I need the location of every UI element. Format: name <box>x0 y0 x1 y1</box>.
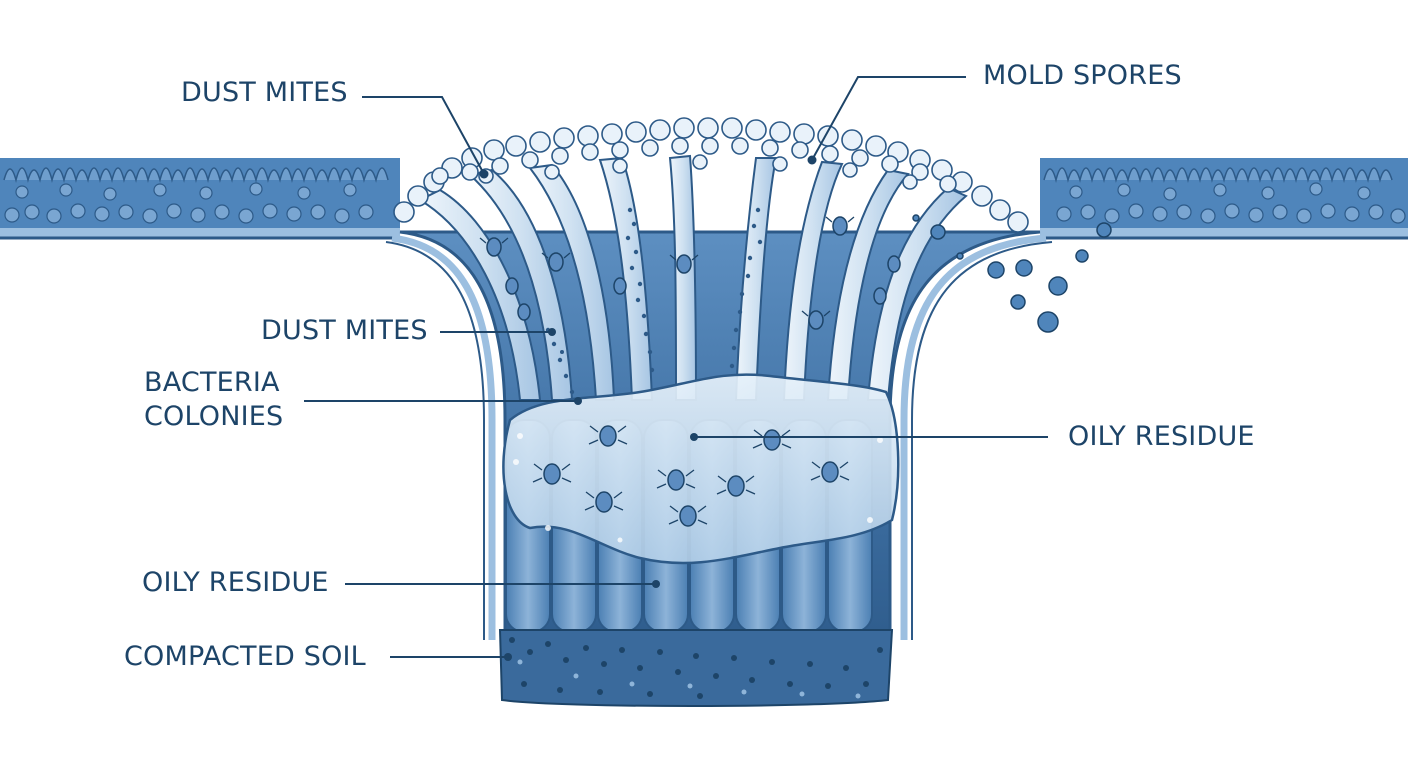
fiber-tips <box>393 117 1029 233</box>
left-carpet-surface <box>0 158 400 240</box>
label-bacteria-line2: COLONIES <box>144 401 284 432</box>
label-oily-residue-right: OILY RESIDUE <box>1068 421 1255 452</box>
label-oily-residue-left: OILY RESIDUE <box>142 567 329 598</box>
label-bacteria-colonies: BACTERIA COLONIES <box>144 366 314 434</box>
dust-mite-legs <box>479 216 855 525</box>
carpet-fibers <box>417 154 968 401</box>
right-carpet-surface <box>1040 158 1408 240</box>
oily-residue-film <box>502 373 900 565</box>
label-mold-spores: MOLD SPORES <box>983 60 1182 91</box>
bacteria-dot-icon <box>545 207 763 395</box>
label-dust-mites-mid: DUST MITES <box>261 315 428 346</box>
label-dust-mites-top: DUST MITES <box>181 77 348 108</box>
leader-lines <box>304 76 1048 658</box>
label-compacted-soil: COMPACTED SOIL <box>124 641 366 672</box>
mold-spore-icon <box>912 214 1112 333</box>
dust-mite-icon <box>486 216 901 527</box>
leader-dots <box>479 155 817 661</box>
compacted-soil <box>498 629 894 707</box>
label-bacteria-line1: BACTERIA <box>144 367 280 398</box>
leader-dust-mites-top <box>362 96 485 175</box>
leader-mold-spores <box>811 76 966 161</box>
